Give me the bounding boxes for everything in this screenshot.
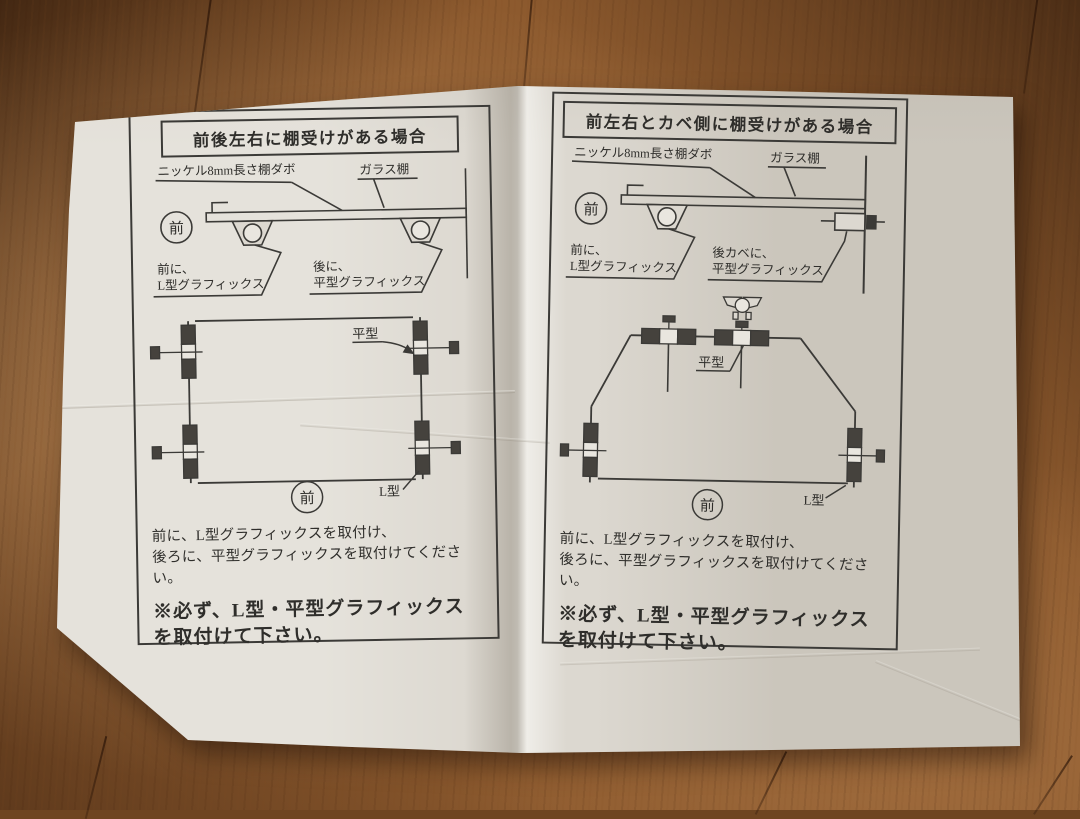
l-type-label: L型 bbox=[803, 493, 824, 508]
panel-title: 前後左右に棚受けがある場合 bbox=[161, 115, 460, 157]
install-instructions: 前に、L型グラフィックスを取付け、 後ろに、平型グラフィックスを取付けてください… bbox=[559, 529, 884, 598]
glass-leader-line bbox=[358, 178, 418, 179]
l-bracket-roller bbox=[658, 208, 676, 226]
rear-callout-line1: 後カベに、 bbox=[712, 246, 774, 261]
front-edge-hook bbox=[212, 202, 228, 212]
front-mark: 前 bbox=[583, 201, 598, 218]
glass-leader-line bbox=[783, 167, 796, 196]
rear-callout-line2: 平型グラフィックス bbox=[712, 262, 824, 278]
bracket-front-view-icon bbox=[723, 297, 761, 320]
l-type-label: L型 bbox=[379, 484, 400, 499]
plan-view-diagram: 平型 L型 前 bbox=[134, 302, 496, 523]
glass-leader-line bbox=[768, 167, 826, 168]
glass-shelf-label: ガラス棚 bbox=[359, 161, 409, 177]
front-callout-line2: L型グラフィックス bbox=[570, 259, 677, 275]
shelf-outline bbox=[591, 334, 630, 407]
panel-title: 前左右とカベ側に棚受けがある場合 bbox=[562, 101, 897, 144]
bracket-bottom-right bbox=[408, 420, 461, 474]
bracket-top-left bbox=[150, 325, 203, 379]
dowel-leader-line bbox=[292, 181, 342, 211]
front-mark: 前 bbox=[700, 498, 715, 515]
flat-bracket-top-1 bbox=[641, 315, 696, 392]
l-bracket-right bbox=[838, 428, 885, 482]
l-type-leader bbox=[826, 485, 846, 498]
front-edge-hook bbox=[627, 185, 643, 195]
panel-title-text: 前後左右に棚受けがある場合 bbox=[193, 127, 427, 150]
rear-edge-line bbox=[465, 168, 467, 278]
flat-type-label: 平型 bbox=[352, 326, 378, 341]
wall-bolt-head bbox=[867, 216, 876, 229]
flat-bracket-roller bbox=[411, 221, 429, 239]
front-mark: 前 bbox=[300, 490, 315, 507]
instruction-line: 後ろに、平型グラフィックスを取付けてください。 bbox=[152, 542, 483, 590]
note-line: を取付けて下さい。 bbox=[153, 620, 483, 651]
rear-callout-line2: 平型グラフィックス bbox=[313, 274, 425, 290]
l-bracket-left bbox=[560, 423, 607, 477]
mandatory-note: ※必ず、L型・平型グラフィックス を取付けて下さい。 bbox=[153, 594, 484, 651]
dowel-leader-line bbox=[572, 161, 710, 168]
rear-callout-line1: 後に、 bbox=[313, 259, 350, 274]
front-mark: 前 bbox=[169, 220, 184, 237]
panel-front-left-right-wall-supports: 前左右とカベ側に棚受けがある場合 ニッケル8mm長さ棚ダボ ガラス棚 前 bbox=[542, 92, 909, 651]
flat-type-label: 平型 bbox=[698, 354, 724, 369]
panel-front-rear-left-right-supports: 前後左右に棚受けがある場合 ニッケル8mm長さ棚ダボ ガラス棚 前 前に、 bbox=[128, 105, 499, 645]
wall-bracket bbox=[835, 213, 865, 231]
shelf-outline bbox=[195, 317, 413, 321]
flat-type-arrowhead bbox=[402, 344, 414, 354]
dowel-leader-line bbox=[709, 168, 756, 198]
side-view-diagram: ニッケル8mm長さ棚ダボ ガラス棚 前 前に、 L型グラフィックス 後に、 bbox=[131, 152, 492, 308]
shelf-outline bbox=[598, 479, 848, 484]
l-type-leader bbox=[403, 471, 419, 489]
front-callout-line2: L型グラフィックス bbox=[157, 277, 264, 293]
side-view-diagram: ニッケル8mm長さ棚ダボ ガラス棚 前 前に、 L型グラフィックス bbox=[551, 138, 906, 297]
shelf-outline bbox=[799, 338, 856, 411]
dowel-leader-line bbox=[156, 178, 292, 184]
plan-view-diagram: 平型 L型 前 bbox=[546, 290, 902, 532]
panel-title-text: 前左右とカベ側に棚受けがある場合 bbox=[586, 112, 874, 137]
dowel-label: ニッケル8mm長さ棚ダボ bbox=[574, 144, 712, 162]
install-instructions: 前に、L型グラフィックスを取付け、 後ろに、平型グラフィックスを取付けてください… bbox=[152, 521, 483, 590]
glass-shelf-label: ガラス棚 bbox=[770, 150, 820, 166]
glass-leader-line bbox=[374, 179, 385, 208]
bracket-bottom-left bbox=[152, 425, 205, 479]
front-callout-line1: 前に、 bbox=[570, 242, 607, 258]
front-callout-line1: 前に、 bbox=[157, 261, 194, 277]
mandatory-note: ※必ず、L型・平型グラフィックス を取付けて下さい。 bbox=[558, 602, 883, 659]
paper-crease bbox=[875, 660, 1024, 723]
instruction-line: 後ろに、平型グラフィックスを取付けてください。 bbox=[559, 550, 884, 598]
dowel-label: ニッケル8mm長さ棚ダボ bbox=[157, 161, 295, 178]
bracket-top-right bbox=[406, 320, 459, 374]
l-bracket-roller bbox=[243, 224, 261, 242]
